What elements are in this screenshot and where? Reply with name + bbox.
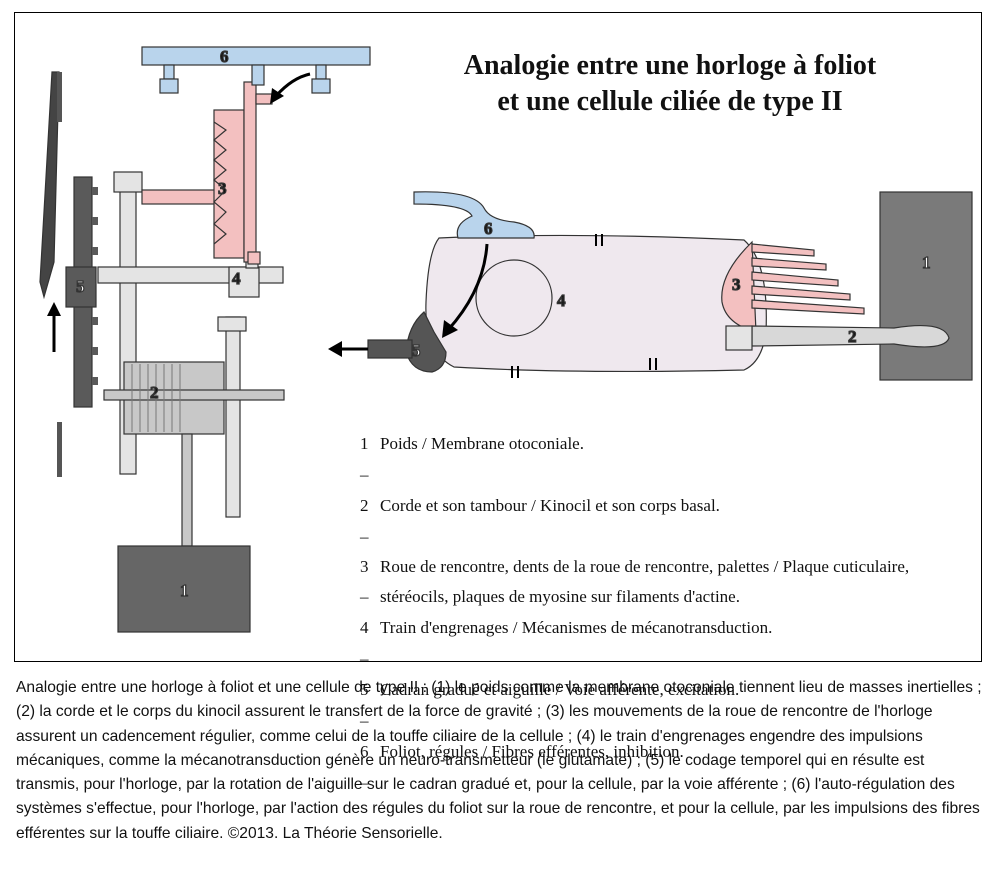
legend-text: Cadran gradué et aiguille / Voie afféren…	[380, 680, 740, 699]
dial-edge-top	[57, 72, 62, 122]
foliot-arrow	[274, 72, 311, 97]
cell-label-1: 1	[922, 253, 931, 272]
otoconial-membrane	[879, 191, 973, 381]
kinocilium	[751, 324, 950, 348]
legend-text: Foliot, régules / Fibres efférentes, inh…	[380, 742, 684, 761]
legend-num: 5 –	[360, 680, 369, 730]
escapement	[213, 81, 273, 265]
legend-item: 3 – Roue de rencontre, dents de la roue d…	[360, 552, 970, 612]
hair-cell: 1 4 3 2 6 5	[328, 191, 973, 381]
clock-hand	[39, 71, 60, 300]
legend-num: 4 –	[360, 618, 369, 668]
cell-label-6: 6	[484, 219, 493, 238]
cell-label-4: 4	[557, 291, 566, 310]
dial-edge-bottom	[57, 422, 62, 477]
legend-item: 2 – Corde et son tambour / Kinocil et son…	[360, 490, 970, 552]
legend-text: Poids / Membrane otoconiale.	[380, 434, 584, 453]
legend-text: Corde et son tambour / Kinocil et son co…	[380, 496, 720, 515]
efferent-fiber	[413, 191, 535, 239]
legend-num: 3 –	[360, 557, 369, 606]
legend-text: Roue de rencontre, dents de la roue de r…	[380, 557, 910, 606]
figure-caption: Analogie entre une horloge à foliot et u…	[16, 679, 982, 842]
legend-num: 1 –	[360, 434, 369, 484]
efferent-arrow	[446, 243, 489, 332]
clock-label-2: 2	[150, 383, 159, 402]
clock-label-5: 5	[76, 277, 85, 296]
clock-label-3: 3	[218, 179, 227, 198]
stereocilia	[751, 243, 865, 315]
clock-label-1: 1	[180, 581, 189, 600]
foliot	[141, 46, 371, 94]
legend-item: 6 – Foliot, régules / Fibres efférentes, …	[360, 736, 970, 798]
legend-text: Train d'engrenages / Mécanismes de mécan…	[380, 618, 773, 637]
cell-label-5: 5	[412, 341, 421, 360]
legend-num: 2 –	[360, 496, 369, 546]
cord	[181, 433, 193, 547]
afferent-ending	[405, 311, 447, 373]
cell-label-3: 3	[732, 275, 741, 294]
foliot-clock: 1 2 3 4 5 6	[39, 46, 371, 633]
figure-title: Analogie entre une horloge à foliot et u…	[400, 48, 940, 120]
title-line-2: et une cellule ciliée de type II	[497, 86, 843, 117]
legend-item: 1 – Poids / Membrane otoconiale.	[360, 428, 970, 490]
legend-item: 5 – Cadran gradué et aiguille / Voie affé…	[360, 674, 970, 736]
legend-item: 4 – Train d'engrenages / Mécanismes de mé…	[360, 612, 970, 674]
clock-weight	[117, 545, 251, 633]
legend: 1 – Poids / Membrane otoconiale. 2 – Corde…	[360, 428, 970, 798]
clock-label-6: 6	[220, 47, 229, 66]
clock-label-4: 4	[232, 269, 241, 288]
gear-train-vertical-right	[225, 316, 241, 518]
figure-frame	[14, 12, 982, 662]
cell-label-2: 2	[848, 327, 857, 346]
nucleus	[475, 259, 553, 337]
legend-num: 6 –	[360, 742, 369, 792]
title-line-1: Analogie entre une horloge à foliot	[463, 50, 877, 81]
analogy-diagram: 1 2 3 4 5 6 1 4 3 2 6	[39, 46, 973, 633]
